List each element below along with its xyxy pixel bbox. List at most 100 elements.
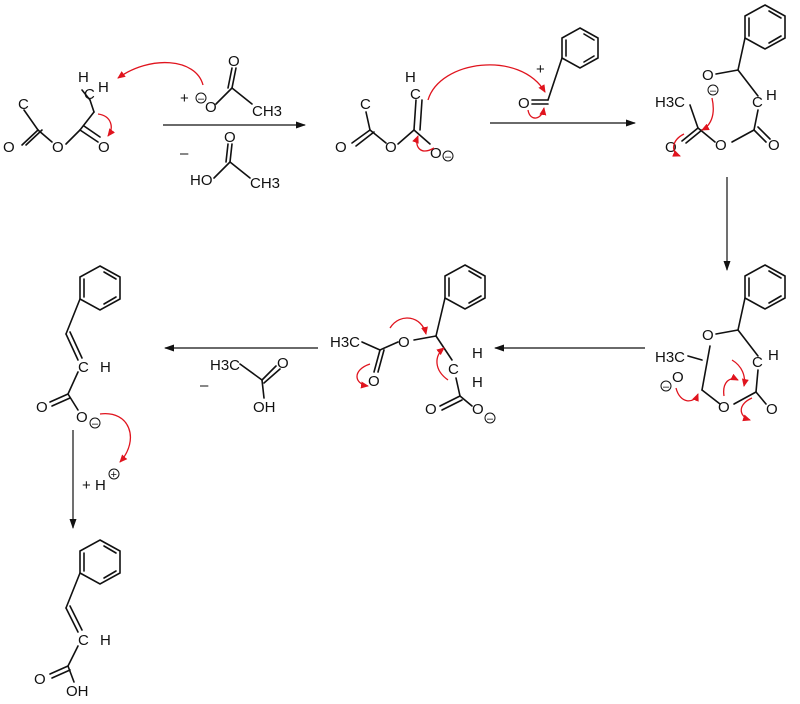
label-o-1: O — [3, 139, 15, 156]
label-o-15: O — [702, 327, 714, 344]
label-o-7: O — [335, 139, 347, 156]
label-h-1: H — [78, 69, 89, 86]
curly-arrow-12 — [389, 317, 428, 335]
label-h-6: H — [472, 345, 483, 362]
charge-neg-5: – — [487, 413, 494, 425]
curly-arrow-15 — [99, 413, 131, 463]
benzene-ring-icon — [561, 27, 599, 69]
cinnamate-anion: C H O O – + H + — [36, 265, 131, 494]
label-o-14: O — [665, 139, 677, 156]
label-o-9: O — [430, 145, 442, 162]
cinnamic-acid: C H O OH — [34, 539, 121, 700]
label-h3c-3: H3C — [330, 334, 360, 351]
label-o-2: O — [52, 139, 64, 156]
label-h-3: H — [405, 69, 416, 86]
label-minus-1: – — [180, 145, 189, 162]
label-h3c-2: H3C — [655, 349, 685, 366]
benzene-ring-icon — [744, 264, 786, 310]
label-o-20: O — [368, 373, 380, 390]
curly-arrow-3 — [412, 135, 435, 152]
acetic-anhydride: C O O O C H H — [3, 69, 115, 156]
label-o-25: O — [76, 409, 88, 426]
label-ho-1: HO — [190, 172, 213, 189]
charge-neg-2: – — [445, 151, 452, 163]
benzene-ring-icon — [79, 539, 121, 585]
benzaldehyde: + O — [518, 27, 599, 119]
curly-arrow-8 — [675, 387, 699, 402]
enolate: C O O C H O – — [335, 64, 546, 163]
label-o-16: O — [766, 401, 778, 418]
reaction-arrows — [69, 119, 731, 529]
curly-arrow-1 — [97, 113, 115, 137]
curly-arrow-6 — [701, 97, 714, 131]
label-o-19: O — [398, 334, 410, 351]
label-o-18: O — [672, 369, 684, 386]
label-o-17: O — [718, 399, 730, 416]
label-c-5: C — [752, 94, 763, 111]
label-h-8: H — [100, 359, 111, 376]
label-oh-2: OH — [66, 683, 89, 699]
benzene-ring-icon — [744, 4, 786, 50]
label-o-3: O — [98, 139, 110, 156]
curly-arrow-9 — [723, 373, 739, 397]
acetate-ion: + – O O CH3 — [180, 53, 282, 120]
curly-arrow-14 — [436, 347, 449, 381]
label-c-3: C — [360, 96, 371, 113]
charge-neg-6: – — [92, 418, 99, 430]
label-c-4: C — [410, 86, 421, 103]
label-o-6: O — [224, 129, 236, 146]
curly-arrow-5 — [527, 107, 547, 119]
label-o-5: O — [228, 53, 240, 70]
label-o-12: O — [768, 137, 780, 154]
label-o-23: O — [277, 355, 289, 372]
label-c-2: C — [84, 86, 95, 103]
acetoxy-carboxylate: O H3C O C H H O O – — [330, 264, 496, 425]
label-c-1: C — [18, 96, 29, 113]
label-plus-3: + — [82, 477, 91, 494]
label-o-10: O — [518, 95, 530, 112]
label-c-8: C — [78, 359, 89, 376]
label-o-26: O — [34, 671, 46, 688]
curly-arrow-4 — [427, 64, 546, 101]
label-minus-2: – — [200, 377, 209, 394]
label-o-13: O — [715, 137, 727, 154]
acetic-acid-2: H3C O OH – — [200, 355, 289, 416]
label-plus-2: + — [536, 61, 545, 78]
curly-arrow-11 — [740, 397, 753, 422]
curly-arrow-7 — [672, 133, 685, 157]
curly-arrow-13 — [356, 363, 371, 389]
acetic-acid-1: – HO O CH3 — [180, 129, 280, 192]
curly-arrow-2 — [117, 61, 204, 86]
charge-neg-4: – — [663, 381, 670, 393]
cyclic-intermediate: O C H O O H3C O – — [655, 264, 786, 422]
label-o-21: O — [425, 401, 437, 418]
alkoxide-adduct: O – C H O O H3C O — [655, 4, 786, 157]
label-o-11: O — [702, 67, 714, 84]
label-c-9: C — [78, 632, 89, 649]
label-h3c-1: H3C — [655, 94, 685, 111]
label-ch3-1: CH3 — [252, 103, 282, 120]
label-o-24: O — [36, 399, 48, 416]
label-plus-1: + — [180, 90, 189, 107]
charge-neg-3: – — [710, 85, 717, 97]
label-h-5: H — [768, 347, 779, 364]
label-oh-1: OH — [253, 399, 276, 416]
label-ch3-2: CH3 — [250, 175, 280, 192]
label-h-10: H — [100, 632, 111, 649]
charge-pos-1: + — [111, 469, 117, 481]
curly-arrow-10 — [731, 359, 749, 387]
benzene-ring-icon — [79, 265, 121, 311]
label-c-6: C — [752, 354, 763, 371]
label-o-22: O — [472, 401, 484, 418]
benzene-ring-icon — [444, 264, 486, 310]
label-o-8: O — [385, 139, 397, 156]
label-h-9: H — [95, 477, 106, 494]
label-c-7: C — [448, 361, 459, 378]
label-h3c-4: H3C — [210, 357, 240, 374]
label-h-2: H — [98, 79, 109, 96]
charge-neg-1: – — [198, 93, 205, 105]
label-h-4: H — [766, 87, 777, 104]
label-o-4: O — [205, 99, 217, 116]
